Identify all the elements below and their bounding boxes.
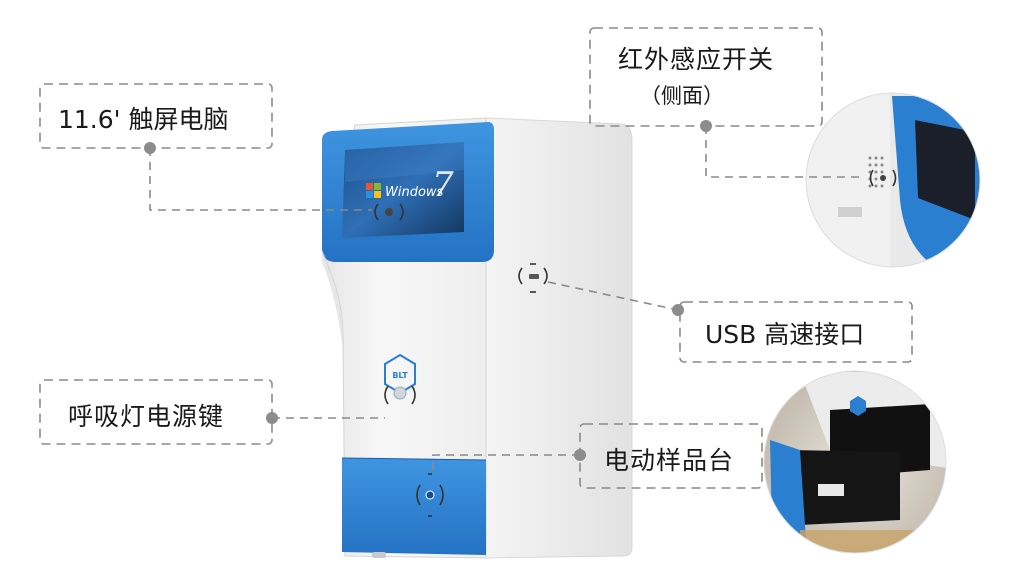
screen-os-text: Windows (385, 185, 444, 200)
callout-usb-label: USB 高速接口 (705, 320, 865, 349)
callout-anchor-dots (144, 120, 712, 461)
usb-port[interactable] (529, 274, 539, 279)
callout-power-label: 呼吸灯电源键 (68, 402, 225, 431)
callout-touchscreen-label: 11.6' 触屏电脑 (58, 105, 229, 134)
callout-ir-switch-sublabel: （侧面） (640, 84, 724, 108)
callout-ir-switch-label: 红外感应开关 (618, 45, 775, 74)
sample-stage-drawer[interactable] (342, 458, 486, 555)
leader-lines (149, 126, 862, 473)
screen-os-version: 7 (432, 165, 454, 205)
callout-stage-label: 电动样品台 (604, 446, 735, 475)
hotspot-markers (374, 203, 548, 517)
power-button[interactable]: BLT (384, 353, 416, 400)
brand-logo-text: BLT (392, 371, 408, 380)
device-illustration: Windows 7 BLT (321, 117, 633, 559)
touchscreen-display: Windows 7 (342, 142, 464, 238)
windows-logo-icon (366, 183, 381, 198)
ir-sensor-detail-image (806, 93, 980, 267)
